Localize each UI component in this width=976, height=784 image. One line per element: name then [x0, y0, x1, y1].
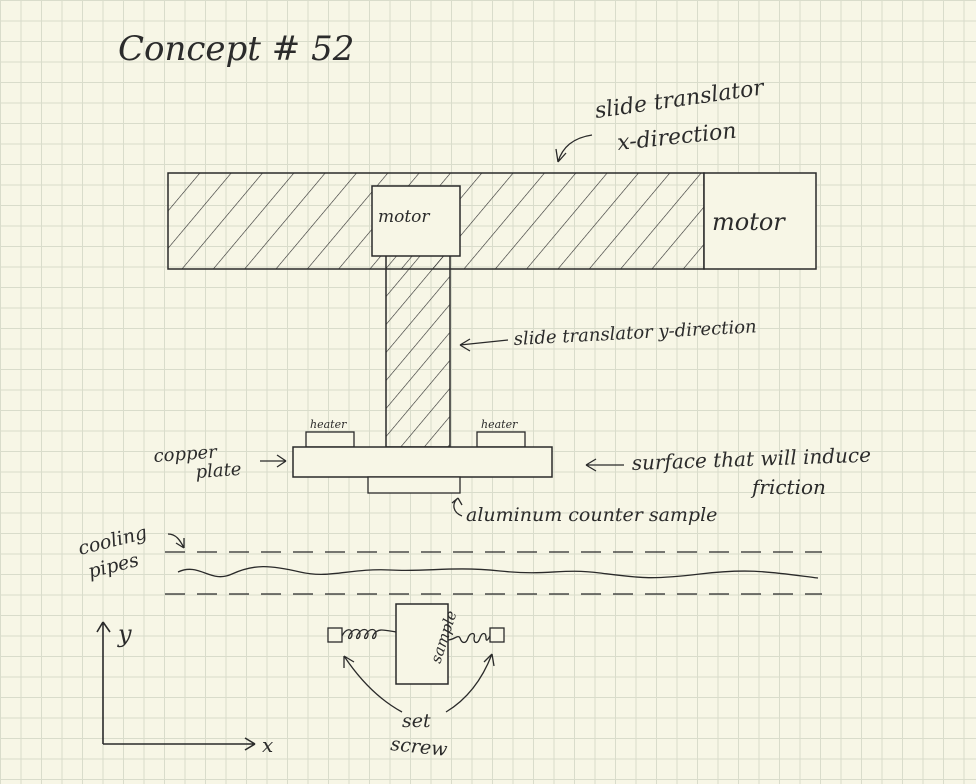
axis-y-line [96, 621, 111, 744]
set-screw-right [489, 627, 505, 643]
aluminum-label: aluminum counter sample [466, 504, 717, 526]
motor-right-label: motor [712, 208, 786, 236]
axis-x-label: x [262, 733, 273, 757]
motor-right-box [703, 172, 817, 270]
slide-translator-y-bar [385, 254, 451, 448]
surface-arrow [585, 458, 624, 472]
spring-left [341, 628, 397, 640]
surface-label-line1: surface that will induce [631, 443, 871, 475]
aluminum-arrow [451, 497, 463, 517]
set-screw-label-line2: screw [389, 733, 448, 761]
heater-left-label: heater [310, 418, 347, 431]
slide-y-arrow [459, 338, 509, 352]
heater-right-label: heater [481, 418, 518, 431]
set-screw-arrow-left [343, 655, 403, 713]
slide-x-label-line1: slide translator [593, 75, 766, 124]
sample-block [395, 603, 449, 685]
spring-right [447, 632, 491, 644]
cooling-arrow [167, 533, 185, 549]
axis-y-label: y [117, 620, 132, 648]
copper-label-line2: plate [195, 459, 242, 483]
axis-x-line [103, 737, 256, 751]
copper-plate [292, 446, 553, 478]
slide-y-label: slide translator y-direction [513, 316, 757, 350]
motor-top-box [371, 185, 461, 257]
set-screw-left [327, 627, 343, 643]
set-screw-label-line1: set [402, 710, 431, 732]
surface-label-line2: friction [750, 475, 826, 499]
copper-label-line1: copper [153, 442, 219, 467]
motor-top-label: motor [378, 207, 430, 227]
slide-x-label-line2: x-direction [616, 119, 738, 156]
slide-x-arrow [555, 134, 593, 163]
concept-title: Concept # 52 [118, 29, 354, 69]
copper-arrow [260, 454, 287, 468]
heater-right-box [476, 431, 526, 448]
cooling-flow-wave [177, 566, 819, 579]
set-screw-arrow-right [445, 653, 495, 713]
aluminum-counter-sample [367, 476, 461, 494]
heater-left-box [305, 431, 355, 448]
